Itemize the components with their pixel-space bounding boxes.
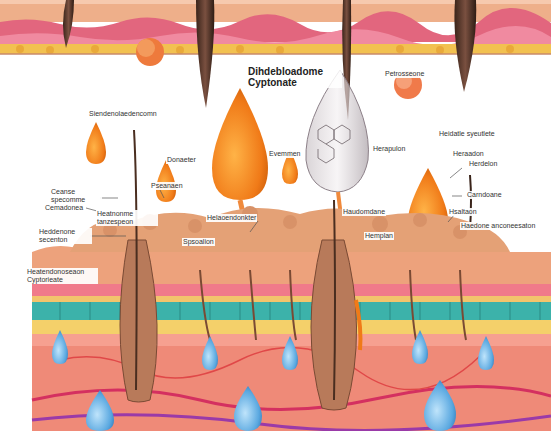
part-label: Petrosseone: [384, 70, 425, 78]
illustration-path: [318, 125, 350, 163]
illustration-path: [478, 336, 494, 370]
illustration-circle: [136, 38, 164, 66]
illustration-path: [100, 198, 118, 199]
illustration-circle: [396, 45, 404, 53]
illustration-path: [282, 336, 298, 370]
illustration-path: [454, 0, 476, 92]
hair-follicles: [120, 130, 466, 410]
illustration-path: [52, 330, 68, 364]
part-label: Heatendonoseaon Cyptorieate: [26, 268, 98, 284]
leader-lines: [86, 168, 462, 236]
part-label: Herdelon: [468, 160, 498, 168]
illustration-circle: [276, 46, 284, 54]
illustration-path: [90, 236, 126, 237]
illustration-path: [160, 190, 164, 198]
illustration-g: [16, 45, 514, 54]
part-label: Spsoalion: [182, 238, 215, 246]
part-label: Heraadon: [452, 150, 485, 158]
part-label: Cemadonea: [44, 204, 84, 212]
bottom-skin-block: [32, 206, 551, 431]
illustration-circle: [506, 45, 514, 53]
illustration-circle: [176, 46, 184, 54]
illustration-rect: [32, 320, 551, 334]
part-label: Evemmen: [268, 150, 302, 158]
part-label: Hemplan: [364, 232, 394, 240]
illustration-path: [63, 0, 74, 48]
illustration-circle: [436, 46, 444, 54]
illustration-path: [412, 330, 428, 364]
part-label: Donaeter: [166, 156, 197, 164]
illustration-path: [290, 270, 296, 340]
illustration-path: [460, 270, 466, 340]
part-label: Helaoendonkter: [206, 214, 257, 222]
part-label: Pseanaen: [150, 182, 184, 190]
illustration-path: [120, 240, 157, 402]
illustration-circle: [16, 45, 24, 53]
illustration-path: [86, 390, 114, 431]
illustration-path: [86, 122, 106, 164]
part-label: Haedone anconeesaton: [460, 222, 542, 230]
part-label: Hsaltaon: [448, 208, 478, 216]
part-label: Heidatle syeutlete: [438, 130, 502, 138]
illustration-circle: [283, 215, 297, 229]
illustration-path: [32, 386, 551, 409]
illustration-path: [234, 386, 262, 431]
part-label: Siendenolaedencomn: [88, 110, 158, 118]
illustration-path: [334, 200, 335, 400]
diagram-title: Dihdebloadome Cyptonate: [246, 66, 342, 88]
illustration-path: [250, 270, 256, 340]
illustration-circle: [372, 216, 388, 232]
illustration-path: [424, 380, 456, 431]
illustration-path: [356, 300, 361, 350]
part-label: Carndoane: [466, 191, 503, 199]
illustration-circle: [188, 219, 202, 233]
illustration-path: [212, 88, 268, 200]
illustration-path: [200, 270, 210, 340]
illustration-path: [452, 196, 462, 197]
illustration-circle: [91, 45, 99, 53]
illustration-circle: [413, 213, 427, 227]
part-label: Herapulon: [372, 145, 406, 153]
illustration-path: [196, 0, 214, 108]
illustration-path: [250, 221, 258, 232]
illustration-path: [306, 70, 369, 192]
part-label: Haudomdane: [342, 208, 386, 216]
illustration-path: [156, 160, 176, 202]
illustration-path: [450, 168, 462, 178]
illustration-circle: [137, 39, 155, 57]
blue-droplets: [52, 330, 494, 431]
part-label: Ceanse specomme: [50, 188, 102, 204]
illustration-path: [134, 130, 137, 390]
part-label: Heddenone secenton: [38, 228, 92, 244]
part-label: Heatnonme tanzespeon: [96, 210, 158, 226]
illustration-circle: [46, 46, 54, 54]
illustration-path: [410, 270, 416, 340]
hair-strands: [63, 0, 476, 120]
illustration-circle: [236, 45, 244, 53]
illustration-path: [202, 336, 218, 370]
